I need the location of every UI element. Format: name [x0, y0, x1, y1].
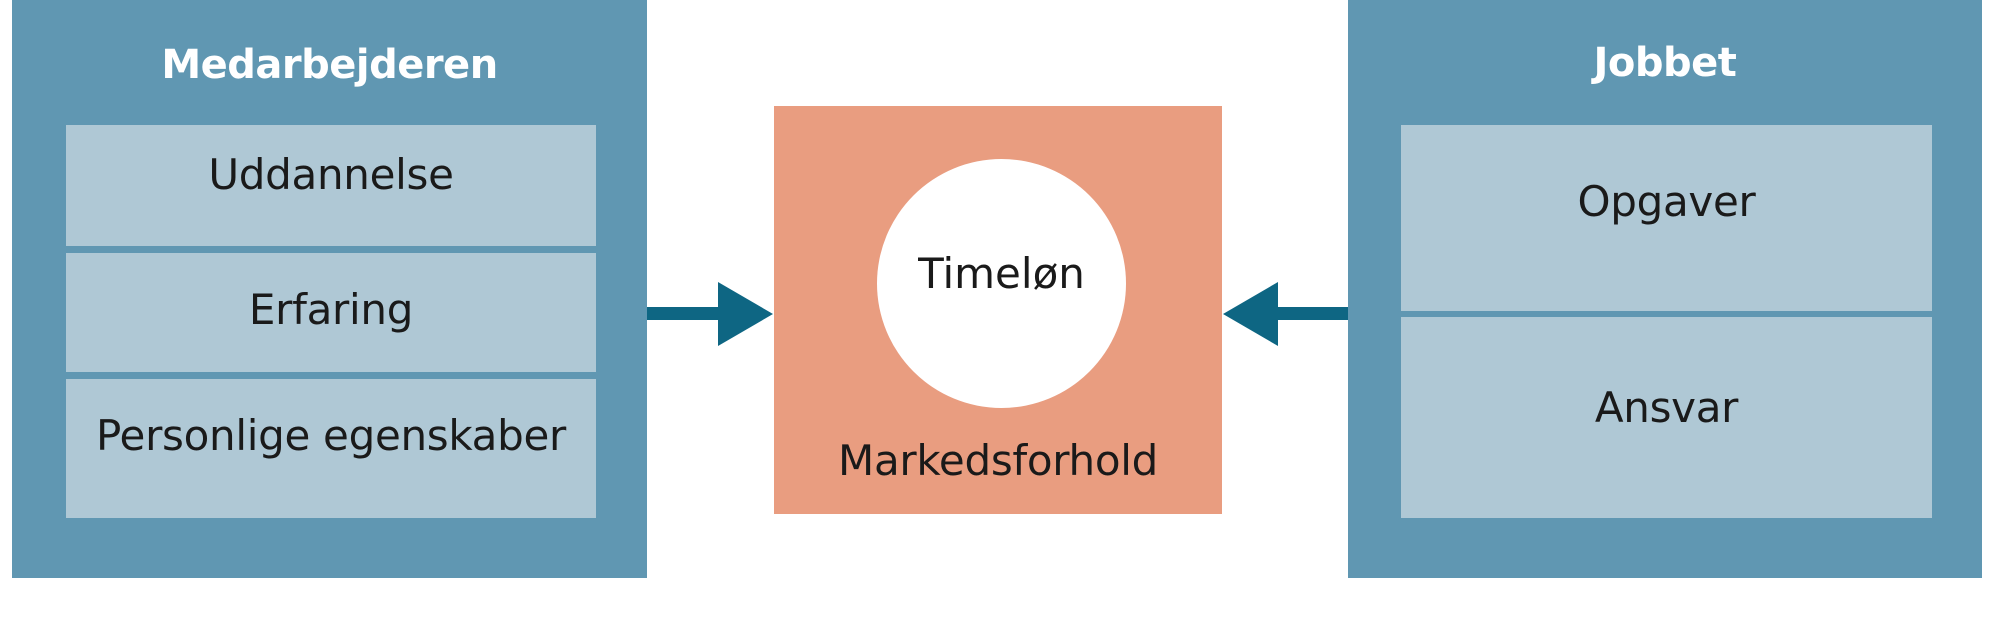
factor-label: Ansvar	[1594, 383, 1739, 432]
factor-experience: Erfaring	[66, 253, 596, 372]
hourly-wage-label: Timeløn	[918, 249, 1085, 298]
factor-label: Erfaring	[248, 285, 414, 334]
arrow-right-icon	[647, 282, 773, 346]
hourly-wage-circle: Timeløn	[877, 159, 1126, 408]
market-conditions-box: Timeløn Markedsforhold	[774, 106, 1222, 514]
factor-label: Personlige egenskaber	[96, 411, 566, 460]
job-panel-title: Jobbet	[1593, 40, 1737, 86]
factor-tasks: Opgaver	[1401, 125, 1932, 311]
arrow-left-icon	[1223, 282, 1349, 346]
employee-panel: Medarbejderen Uddannelse Erfaring Person…	[12, 0, 647, 578]
market-conditions-label: Markedsforhold	[838, 436, 1158, 485]
factor-responsibility: Ansvar	[1401, 317, 1932, 518]
employee-panel-title: Medarbejderen	[161, 42, 498, 88]
factor-label: Uddannelse	[208, 150, 454, 199]
factor-education: Uddannelse	[66, 125, 596, 246]
job-panel: Jobbet Opgaver Ansvar	[1348, 0, 1982, 578]
factor-label: Opgaver	[1577, 177, 1756, 226]
factor-personal-traits: Personlige egenskaber	[66, 379, 596, 518]
